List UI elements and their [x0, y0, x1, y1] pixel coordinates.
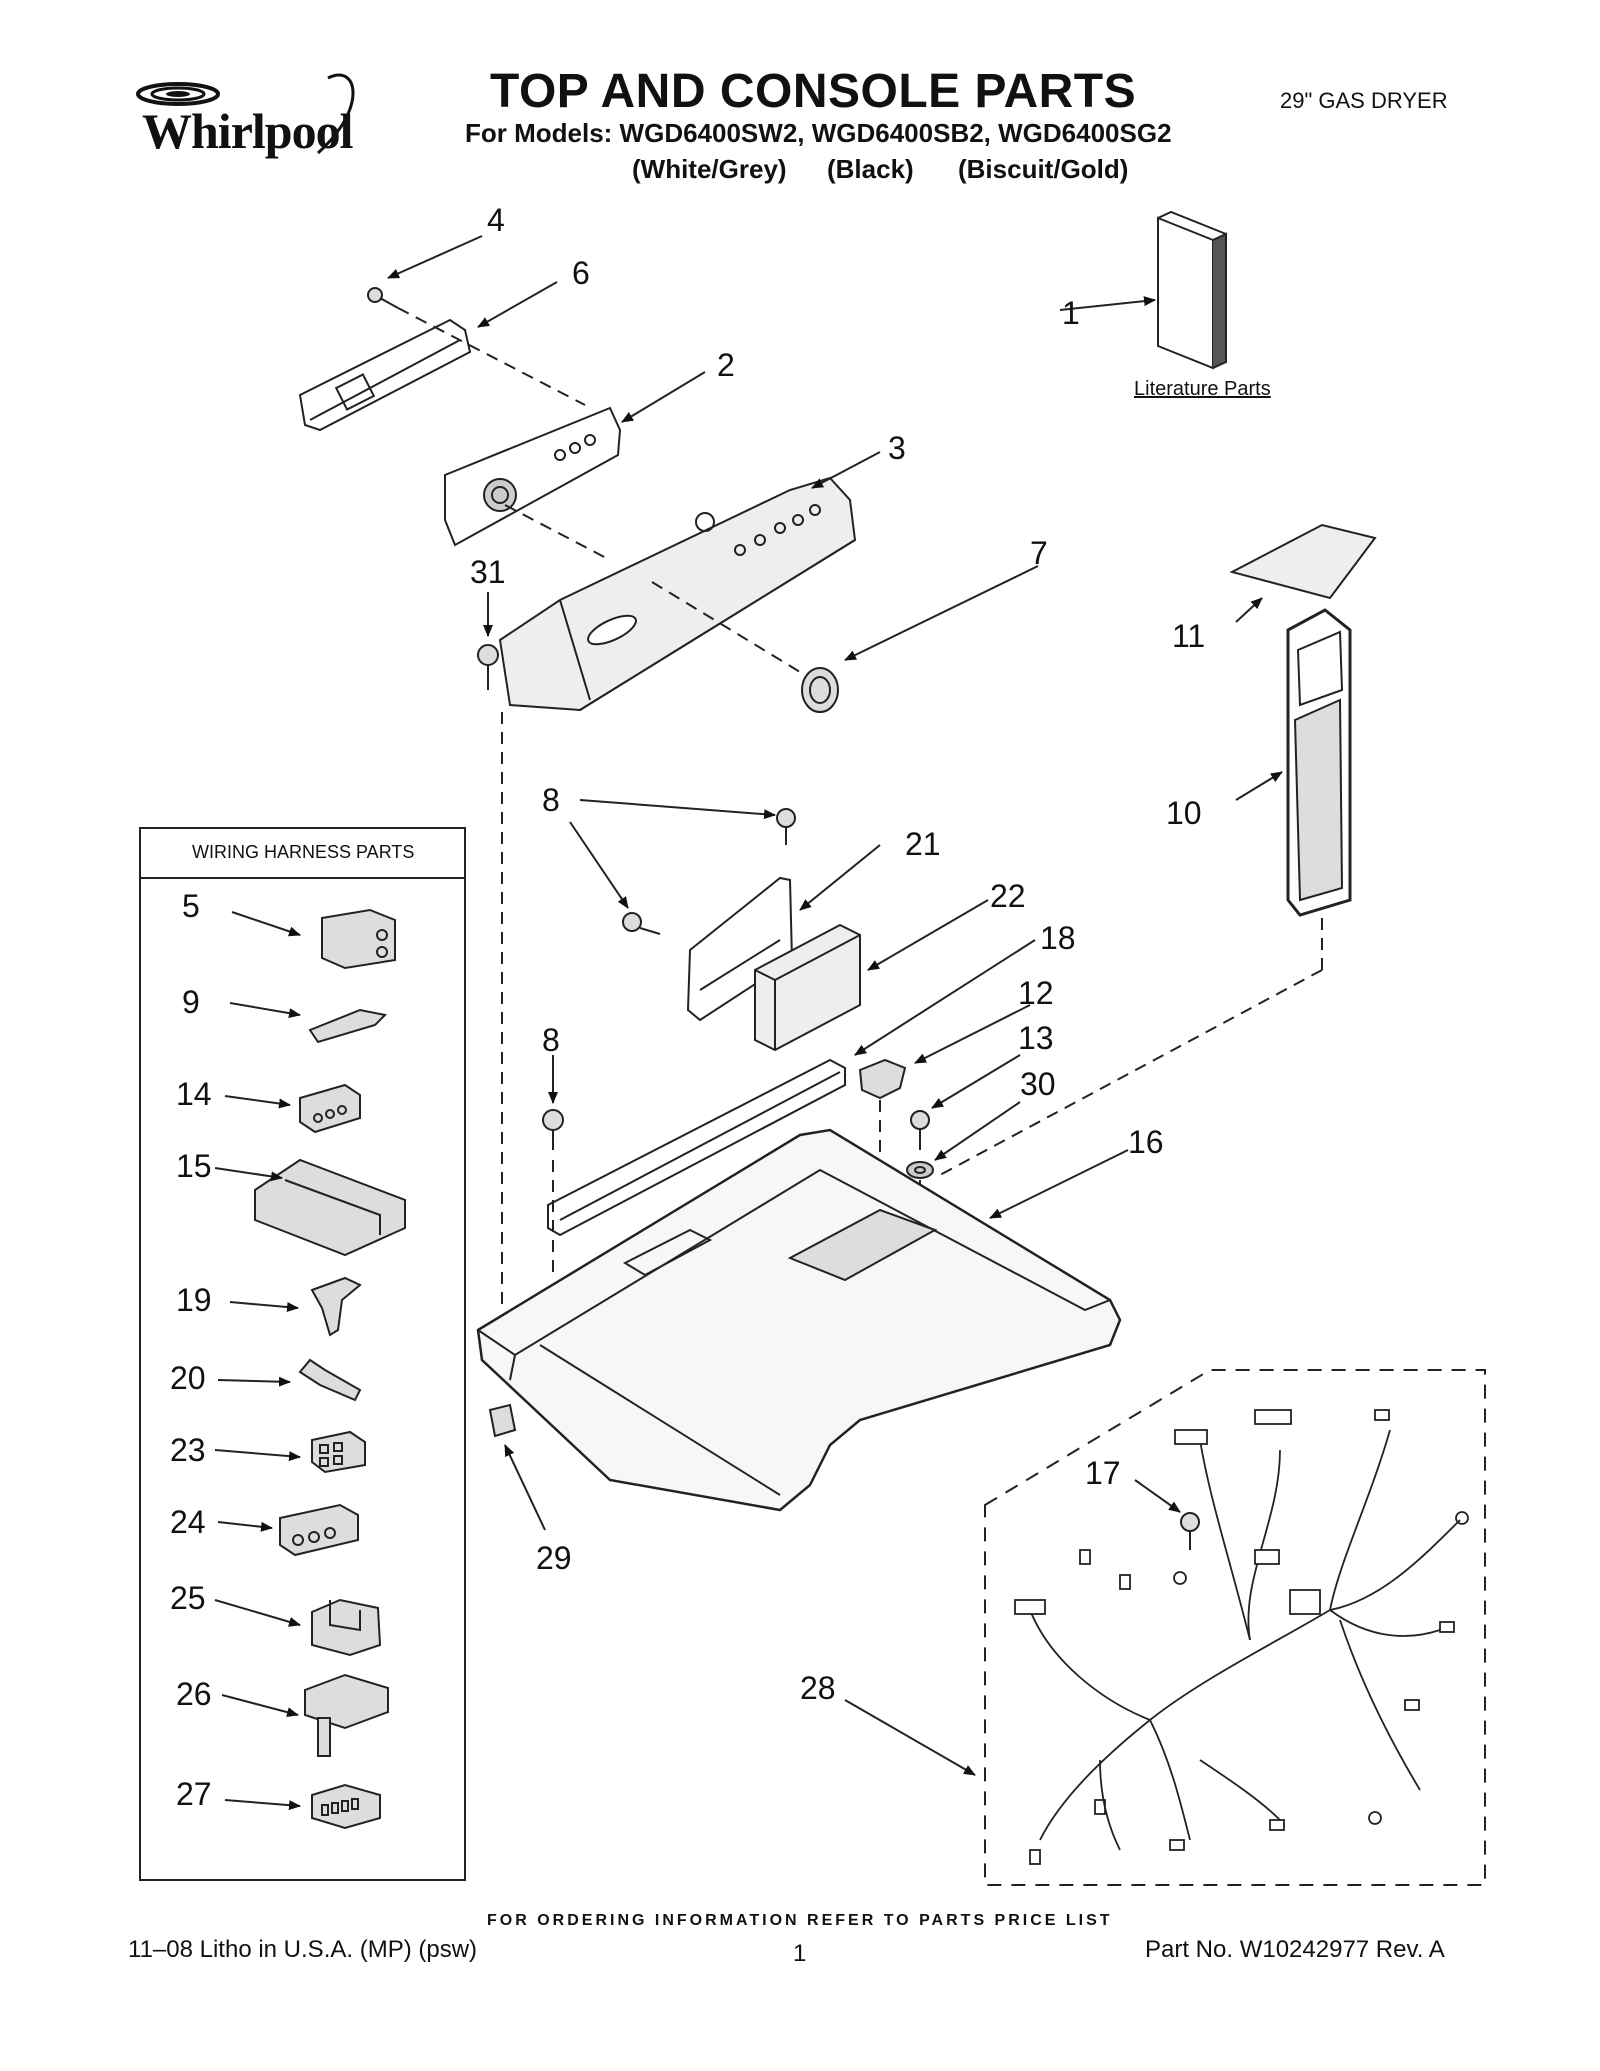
variant-white-grey: (White/Grey) — [632, 154, 787, 184]
harness-callout-5: 5 — [182, 888, 200, 924]
callout-28: 28 — [800, 1670, 836, 1706]
callout-4: 4 — [487, 202, 505, 238]
literature-booklet — [1157, 210, 1227, 370]
harness-part-19-icon — [310, 1276, 362, 1337]
screw-part-8-top — [776, 808, 796, 845]
literature-caption: Literature Parts — [1134, 378, 1271, 400]
console-housing — [498, 476, 857, 712]
harness-callout-14: 14 — [176, 1076, 212, 1112]
callout-31: 31 — [470, 554, 506, 590]
hinge-strip — [547, 1058, 846, 1237]
product-type: 29" GAS DRYER — [1280, 88, 1448, 113]
callout-18: 18 — [1040, 920, 1076, 956]
harness-callout-27: 27 — [176, 1776, 212, 1812]
harness-callout-24: 24 — [170, 1504, 206, 1540]
callout-30: 30 — [1020, 1066, 1056, 1102]
harness-outline — [984, 1369, 1486, 1886]
harness-callout-9: 9 — [182, 984, 200, 1020]
callout-8-lower: 8 — [542, 1022, 560, 1058]
harness-part-27-icon — [311, 1783, 381, 1830]
harness-callout-23: 23 — [170, 1432, 206, 1468]
foot-part-29 — [488, 1403, 517, 1438]
harness-callout-15: 15 — [176, 1148, 212, 1184]
screw-part-4 — [367, 287, 399, 309]
harness-part-24-icon — [279, 1503, 359, 1557]
top-panel — [476, 1128, 1122, 1512]
harness-callout-25: 25 — [170, 1580, 206, 1616]
screw-part-13 — [910, 1110, 930, 1150]
harness-callout-20: 20 — [170, 1360, 206, 1396]
whirlpool-logo: Whirlpool — [128, 68, 378, 159]
callout-10: 10 — [1166, 795, 1202, 831]
washer-part-30 — [906, 1161, 934, 1179]
wiring-harness — [1014, 1409, 1469, 1865]
page-title: TOP AND CONSOLE PARTS — [490, 65, 1137, 118]
harness-part-25-icon — [311, 1598, 382, 1657]
callout-8-upper: 8 — [542, 782, 560, 818]
control-board — [444, 406, 622, 547]
knob-part-7 — [801, 667, 839, 713]
callout-2: 2 — [717, 347, 735, 383]
harness-part-14-icon — [299, 1083, 361, 1134]
litho-note: 11–08 Litho in U.S.A. (MP) (psw) — [128, 1936, 478, 1963]
callout-12: 12 — [1018, 975, 1054, 1011]
callout-29: 29 — [536, 1540, 572, 1576]
variant-biscuit-gold: (Biscuit/Gold) — [958, 154, 1129, 184]
wiring-harness-box — [139, 827, 466, 1881]
models-line: For Models: WGD6400SW2, WGD6400SB2, WGD6… — [465, 118, 1172, 148]
control-bracket — [298, 318, 472, 432]
screw-part-8-lower — [542, 1109, 564, 1150]
lint-screen-cover — [1229, 523, 1377, 600]
part-number: Part No. W10242977 Rev. A — [1145, 1936, 1445, 1963]
electronic-module — [754, 923, 861, 1052]
screw-part-8-left — [622, 912, 661, 935]
harness-callout-19: 19 — [176, 1282, 212, 1318]
ordering-note: FOR ORDERING INFORMATION REFER TO PARTS … — [487, 1912, 1113, 1929]
harness-part-15-icon — [254, 1158, 406, 1257]
harness-part-9-icon — [308, 1008, 388, 1044]
harness-part-23-icon — [311, 1430, 366, 1474]
harness-part-20-icon — [298, 1358, 362, 1402]
callout-22: 22 — [990, 878, 1026, 914]
page-number: 1 — [793, 1940, 807, 1967]
wiring-harness-title: WIRING HARNESS PARTS — [192, 842, 415, 862]
callout-13: 13 — [1018, 1020, 1054, 1056]
variant-black: (Black) — [827, 154, 914, 184]
callout-1: 1 — [1062, 295, 1080, 331]
callout-7: 7 — [1030, 535, 1048, 571]
callout-21: 21 — [905, 826, 941, 862]
screw-part-31 — [477, 644, 499, 690]
callout-16: 16 — [1128, 1124, 1164, 1160]
harness-callout-26: 26 — [176, 1676, 212, 1712]
harness-part-5-icon — [321, 908, 396, 970]
logo-swirl-icon — [136, 73, 355, 155]
screw-part-17 — [1180, 1512, 1200, 1550]
switch-part-12 — [858, 1058, 907, 1100]
callout-11: 11 — [1172, 618, 1206, 654]
harness-part-26-icon — [304, 1673, 389, 1757]
callout-17: 17 — [1085, 1455, 1121, 1491]
brand-name: Whirlpool — [142, 103, 353, 159]
callout-3: 3 — [888, 430, 906, 466]
callout-6: 6 — [572, 255, 590, 291]
lint-screen — [1286, 608, 1352, 917]
